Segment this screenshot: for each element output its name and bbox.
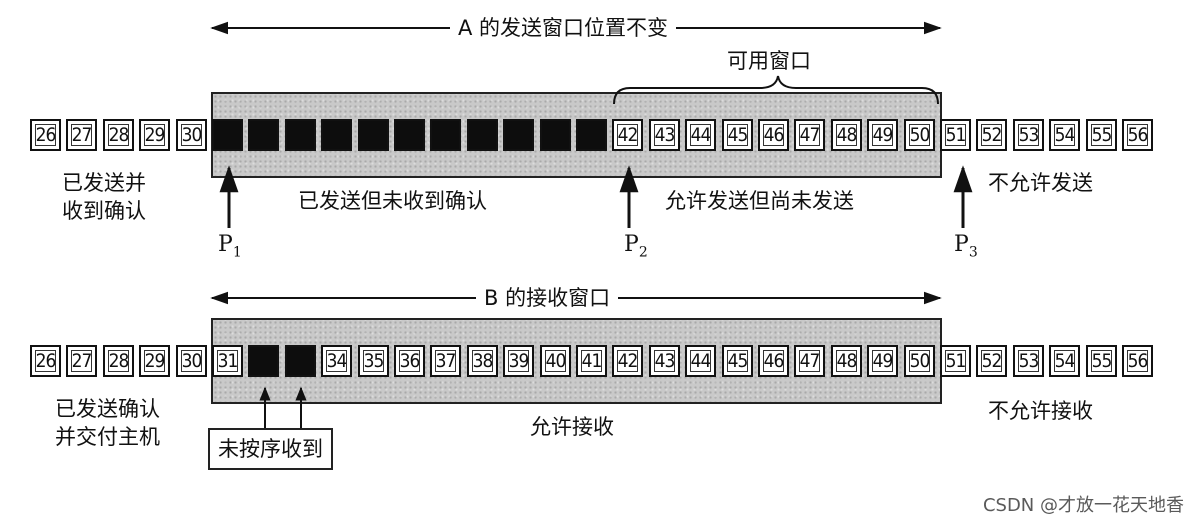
seq-cell-48: 48 <box>831 345 862 377</box>
seq-cell-37 <box>430 119 461 151</box>
seq-cell-46: 46 <box>758 345 789 377</box>
seq-cell-56: 56 <box>1122 345 1153 377</box>
seq-cell-40 <box>540 119 571 151</box>
not-allowed-send-label: 不允许发送 <box>988 171 1093 195</box>
seq-cell-45: 45 <box>722 119 753 151</box>
seq-cell-31: 31 <box>212 345 243 377</box>
not-allowed-receive-label: 不允许接收 <box>988 399 1093 423</box>
sent-confirmed-label-1: 已发送并 <box>62 171 146 195</box>
seq-cell-28: 28 <box>103 345 134 377</box>
seq-cell-41: 41 <box>576 345 607 377</box>
delivered-label-2: 并交付主机 <box>55 425 160 449</box>
usable-window-brace <box>613 75 939 105</box>
seq-cell-35 <box>358 119 389 151</box>
seq-cell-38 <box>467 119 498 151</box>
seq-cell-53: 53 <box>1013 119 1044 151</box>
seq-cell-34: 34 <box>321 345 352 377</box>
seq-cell-48: 48 <box>831 119 862 151</box>
seq-cell-29: 29 <box>139 119 170 151</box>
seq-cell-32 <box>248 119 279 151</box>
pointer-p1: P1 <box>218 232 242 261</box>
watermark: CSDN @才放一花天地香 <box>982 495 1184 516</box>
seq-cell-51: 51 <box>940 119 971 151</box>
seq-cell-46: 46 <box>758 119 789 151</box>
seq-cell-54: 54 <box>1049 345 1080 377</box>
seq-cell-43: 43 <box>649 345 680 377</box>
delivered-label-1: 已发送确认 <box>55 397 160 421</box>
seq-cell-27: 27 <box>66 345 97 377</box>
sent-confirmed-label-2: 收到确认 <box>62 199 146 223</box>
seq-cell-49: 49 <box>867 345 898 377</box>
seq-cell-50: 50 <box>904 119 935 151</box>
allowed-receive-label: 允许接收 <box>530 415 614 439</box>
seq-cell-37: 37 <box>430 345 461 377</box>
seq-cell-30: 30 <box>176 119 207 151</box>
seq-cell-34 <box>321 119 352 151</box>
seq-cell-54: 54 <box>1049 119 1080 151</box>
seq-cell-47: 47 <box>794 345 825 377</box>
seq-cell-30: 30 <box>176 345 207 377</box>
seq-cell-50: 50 <box>904 345 935 377</box>
seq-cell-33 <box>285 345 316 377</box>
seq-cell-45: 45 <box>722 345 753 377</box>
usable-window-label: 可用窗口 <box>727 49 811 73</box>
seq-cell-27: 27 <box>66 119 97 151</box>
seq-cell-40: 40 <box>540 345 571 377</box>
allowed-not-sent-label: 允许发送但尚未发送 <box>665 189 854 213</box>
seq-cell-35: 35 <box>358 345 389 377</box>
seq-cell-36 <box>394 119 425 151</box>
seq-cell-31 <box>212 119 243 151</box>
seq-cell-38: 38 <box>467 345 498 377</box>
seq-cell-42: 42 <box>612 345 643 377</box>
seq-cell-49: 49 <box>867 119 898 151</box>
seq-cell-51: 51 <box>940 345 971 377</box>
out-of-order-label: 未按序收到 <box>208 428 333 470</box>
seq-cell-52: 52 <box>976 119 1007 151</box>
seq-cell-43: 43 <box>649 119 680 151</box>
pointer-p3: P3 <box>954 232 978 261</box>
seq-cell-44: 44 <box>685 119 716 151</box>
seq-cell-55: 55 <box>1086 345 1117 377</box>
seq-cell-41 <box>576 119 607 151</box>
seq-cell-39 <box>503 119 534 151</box>
pointer-p2: P2 <box>624 232 648 261</box>
seq-cell-39: 39 <box>503 345 534 377</box>
seq-cell-28: 28 <box>103 119 134 151</box>
seq-cell-52: 52 <box>976 345 1007 377</box>
seq-cell-26: 26 <box>30 345 61 377</box>
seq-cell-47: 47 <box>794 119 825 151</box>
seq-cell-53: 53 <box>1013 345 1044 377</box>
send-window-title: A 的发送窗口位置不变 <box>450 15 677 41</box>
seq-cell-33 <box>285 119 316 151</box>
seq-cell-44: 44 <box>685 345 716 377</box>
seq-cell-29: 29 <box>139 345 170 377</box>
seq-cell-32 <box>248 345 279 377</box>
seq-cell-26: 26 <box>30 119 61 151</box>
seq-cell-42: 42 <box>612 119 643 151</box>
seq-cell-56: 56 <box>1122 119 1153 151</box>
seq-cell-36: 36 <box>394 345 425 377</box>
sent-unconfirmed-label: 已发送但未收到确认 <box>298 189 487 213</box>
receive-window-title: B 的接收窗口 <box>476 285 619 311</box>
seq-cell-55: 55 <box>1086 119 1117 151</box>
